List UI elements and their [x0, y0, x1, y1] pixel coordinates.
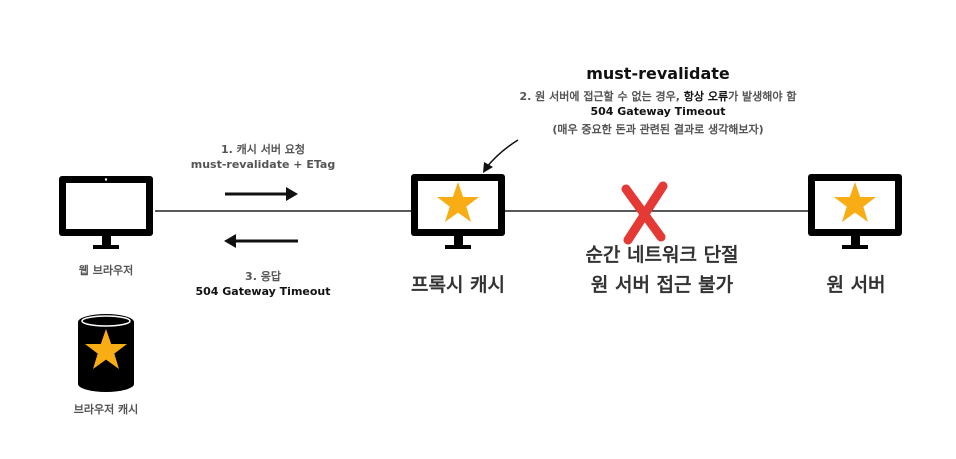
origin-label: 원 서버 — [826, 274, 886, 296]
failure-line-1: 순간 네트워크 단절 — [585, 244, 739, 266]
cross-icon — [621, 181, 668, 245]
browser-monitor-icon — [59, 176, 153, 249]
response-step-label: 3. 응답 — [245, 270, 281, 283]
note-emphasis: 항상 오류 — [683, 90, 729, 103]
request-header-label: must-revalidate + ETag — [190, 158, 336, 171]
failure-line-2: 원 서버 접근 불가 — [590, 274, 734, 296]
request-step-label: 1. 캐시 서버 요청 — [220, 143, 306, 156]
note-prefix: 2. 원 서버에 접근할 수 없는 경우, — [519, 90, 684, 103]
request-arrow-icon — [225, 187, 298, 201]
note-line-1: 2. 원 서버에 접근할 수 없는 경우, 항상 오류가 발생해야 함 — [470, 88, 846, 104]
response-status-label: 504 Gateway Timeout — [195, 285, 331, 298]
browser-cache-icon — [78, 314, 134, 392]
note-line-3: (매우 중요한 돈과 관련된 결과로 생각해보자) — [552, 123, 764, 136]
response-arrow-icon — [224, 234, 298, 248]
proxy-label: 프록시 캐시 — [410, 274, 505, 296]
browser-cache-label: 브라우저 캐시 — [73, 403, 139, 416]
diagram-title: must-revalidate — [586, 64, 730, 83]
note-pointer-arrow-icon — [483, 139, 519, 173]
note-line-2: 504 Gateway Timeout — [590, 105, 726, 118]
note-suffix: 가 발생해야 함 — [728, 90, 797, 103]
proxy-monitor-icon — [411, 174, 505, 249]
browser-label: 웹 브라우저 — [78, 264, 134, 277]
origin-monitor-icon — [808, 174, 902, 249]
